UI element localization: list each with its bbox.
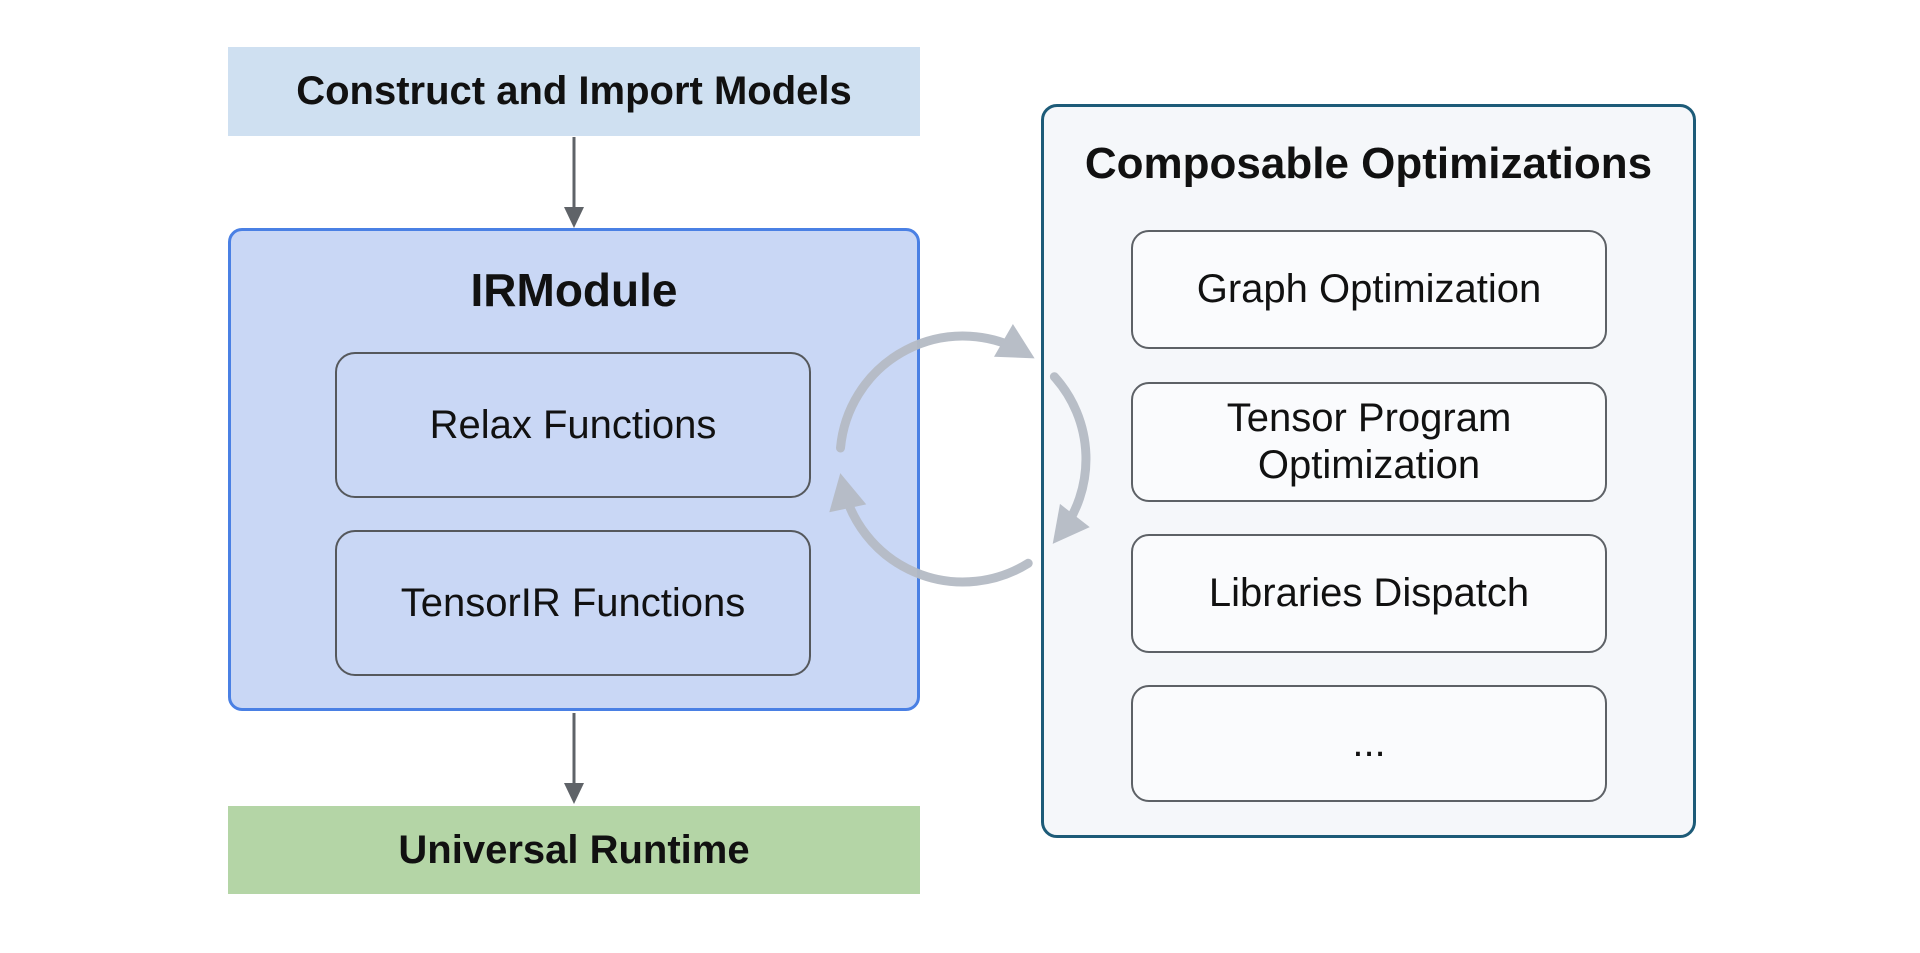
tensorir-functions-label: TensorIR Functions: [400, 580, 746, 625]
libraries-dispatch-label: Libraries Dispatch: [1208, 570, 1530, 615]
down-arrow-icon: [564, 137, 584, 228]
composable-optimizations-title: Composable Optimizations: [1084, 139, 1653, 188]
tensor-program-optimization-label: Tensor Program Optimization: [1226, 395, 1512, 487]
universal-runtime-label: Universal Runtime: [398, 827, 750, 872]
composable-optimizations-panel: Composable Optimizations Graph Optimizat…: [1041, 104, 1696, 838]
tensorir-functions-box: TensorIR Functions: [335, 530, 811, 676]
irmodule-box: IRModule Relax Functions TensorIR Functi…: [228, 228, 920, 711]
universal-runtime-box: Universal Runtime: [228, 806, 920, 894]
more-optimizations-box: ...: [1131, 685, 1607, 802]
more-optimizations-label: ...: [1352, 720, 1386, 765]
tensor-program-optimization-box: Tensor Program Optimization: [1131, 382, 1607, 502]
construct-import-box: Construct and Import Models: [228, 47, 920, 136]
relax-functions-label: Relax Functions: [429, 402, 717, 447]
relax-functions-box: Relax Functions: [335, 352, 811, 498]
graph-optimization-label: Graph Optimization: [1196, 266, 1542, 311]
libraries-dispatch-box: Libraries Dispatch: [1131, 534, 1607, 653]
graph-optimization-box: Graph Optimization: [1131, 230, 1607, 349]
construct-import-label: Construct and Import Models: [296, 69, 852, 113]
irmodule-title: IRModule: [470, 264, 678, 316]
down-arrow-icon: [564, 713, 584, 804]
